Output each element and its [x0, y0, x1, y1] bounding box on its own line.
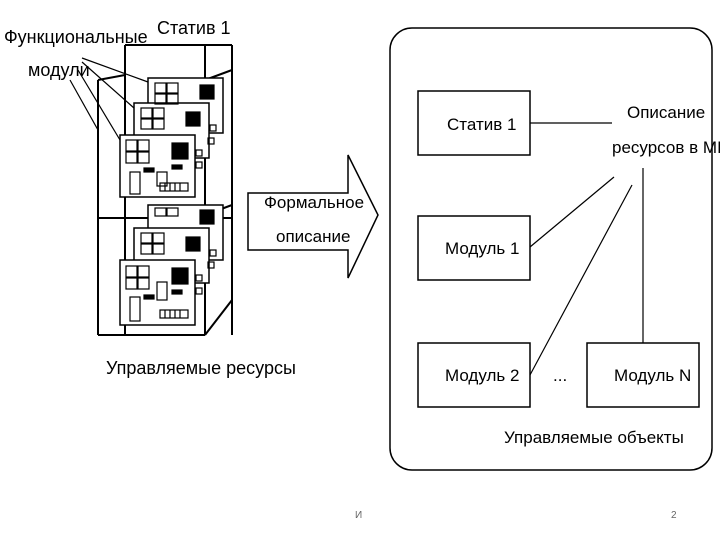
module-n-label: Модуль N	[614, 366, 691, 385]
arrow-label-line2: описание	[276, 227, 350, 246]
rack-title: Статив 1	[157, 18, 231, 38]
ellipsis-label: ...	[553, 366, 567, 385]
modules-label-line1: Функциональные	[4, 27, 148, 47]
managed-objects-caption: Управляемые объекты	[504, 428, 684, 447]
module-2-box	[417, 342, 531, 408]
modules-label-line2: модули	[28, 60, 90, 80]
module-n-box	[586, 342, 700, 408]
module-2-label: Модуль 2	[445, 366, 519, 385]
model-connectors	[529, 122, 644, 376]
page-number: 2	[671, 510, 677, 521]
module-1-box	[417, 215, 531, 281]
mib-description-line2: ресурсов в MIB	[612, 138, 720, 157]
rack-1-box	[417, 90, 531, 156]
formal-description-arrow	[247, 154, 379, 279]
module-board-details-upper	[125, 82, 217, 195]
rack-1-box-label: Статив 1	[447, 115, 516, 134]
rack-caption: Управляемые ресурсы	[106, 358, 296, 378]
footer-center-text: И	[355, 510, 363, 521]
module-board-details-lower	[125, 207, 217, 322]
mib-description-line1: Описание	[627, 103, 705, 122]
arrow-label-line1: Формальное	[264, 193, 364, 212]
module-pointer-lines	[69, 57, 149, 141]
module-1-label: Модуль 1	[445, 239, 519, 258]
